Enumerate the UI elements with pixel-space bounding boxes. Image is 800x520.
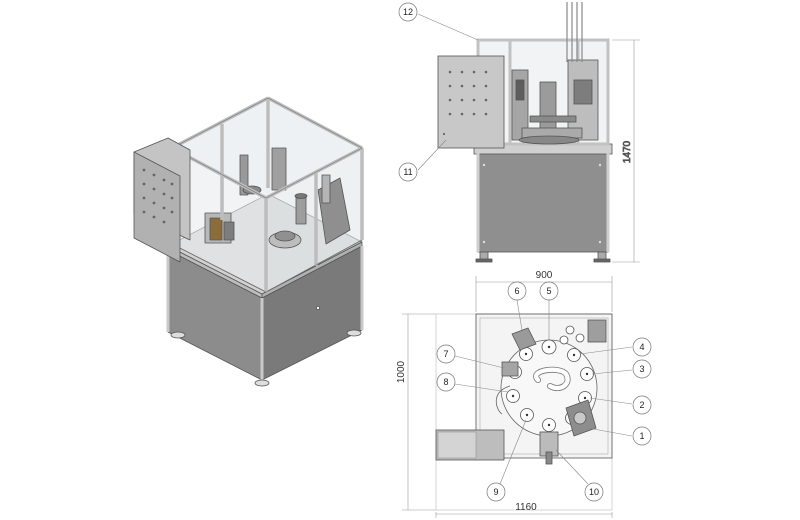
front-cabinet (477, 151, 609, 253)
plan-dimensions (402, 276, 613, 518)
svg-text:2: 2 (639, 400, 644, 410)
electrical-box-holes (142, 168, 174, 224)
callout-11: 11 (398, 139, 447, 182)
width-top-label: 900 (536, 270, 553, 281)
svg-text:7: 7 (443, 349, 448, 359)
callout-10: 10 (555, 449, 604, 502)
callout-6: 6 (507, 281, 527, 331)
front-elevation-view: 1470 (437, 2, 640, 263)
callout-3: 3 (591, 359, 652, 379)
internal-mechanism (204, 147, 351, 249)
electrical-box-face (133, 151, 181, 263)
width-bottom-label: 1160 (515, 502, 537, 513)
height-dimension (612, 39, 640, 263)
foot (346, 329, 362, 337)
isometric-view (133, 96, 364, 387)
callout-4: 4 (579, 337, 652, 357)
svg-text:6: 6 (514, 286, 519, 296)
foot (170, 331, 186, 339)
svg-text:10: 10 (589, 487, 599, 497)
svg-text:3: 3 (639, 364, 644, 374)
callout-7: 7 (436, 344, 505, 369)
svg-text:1: 1 (639, 431, 644, 441)
svg-text:5: 5 (546, 286, 551, 296)
depth-label: 1000 (396, 360, 407, 383)
svg-text:9: 9 (493, 487, 498, 497)
svg-text:11: 11 (403, 167, 412, 177)
open-electrical-door (437, 55, 505, 149)
top-plan-view (435, 313, 613, 511)
callout-5: 5 (539, 281, 559, 340)
svg-text:12: 12 (403, 7, 413, 17)
door-holes (442, 70, 488, 136)
foot (254, 379, 270, 387)
callout-1: 1 (587, 426, 652, 446)
callout-12: 12 (398, 2, 479, 41)
height-dimension-label: 1470 (622, 140, 633, 163)
callout-2: 2 (589, 395, 652, 415)
front-mechanism (511, 59, 599, 145)
station-devices (495, 319, 607, 465)
svg-text:4: 4 (639, 342, 644, 352)
callout-8: 8 (436, 372, 509, 393)
callout-9: 9 (486, 419, 527, 502)
svg-text:8: 8 (443, 377, 448, 387)
